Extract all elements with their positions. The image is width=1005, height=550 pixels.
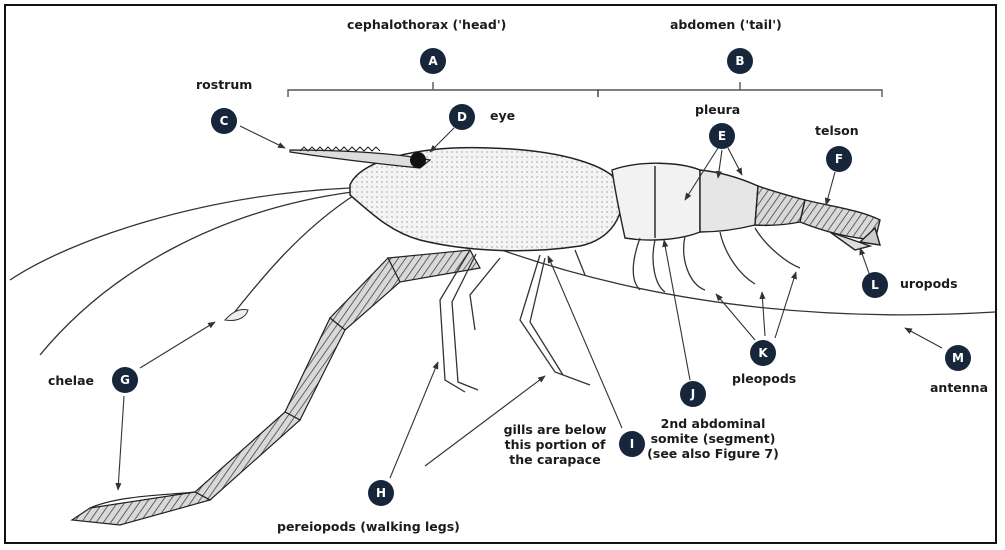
label-gills-line-1: gills are below	[496, 422, 614, 437]
label-second-somite: 2nd abdominal somite (segment) (see also…	[640, 416, 786, 461]
label-gills: gills are below this portion of the cara…	[496, 422, 614, 467]
badge-c: C	[211, 108, 237, 134]
label-pleopods: pleopods	[732, 371, 796, 386]
label-cephalothorax: cephalothorax ('head')	[347, 17, 506, 32]
label-abdomen: abdomen ('tail')	[670, 17, 782, 32]
label-somite-line-2: somite (segment)	[640, 431, 786, 446]
badge-f: F	[826, 146, 852, 172]
badge-a: A	[420, 48, 446, 74]
badge-e: E	[709, 123, 735, 149]
badge-m: M	[945, 345, 971, 371]
badge-g: G	[112, 367, 138, 393]
badge-b: B	[727, 48, 753, 74]
cephalothorax-bracket	[288, 82, 598, 97]
badge-l: L	[862, 272, 888, 298]
abdomen-bracket	[598, 82, 882, 97]
badge-d: D	[449, 104, 475, 130]
label-telson: telson	[815, 123, 859, 138]
label-pereiopods: pereiopods (walking legs)	[277, 519, 460, 534]
label-gills-line-3: the carapace	[496, 452, 614, 467]
badge-h: H	[368, 480, 394, 506]
label-eye: eye	[490, 108, 515, 123]
badge-j: J	[680, 381, 706, 407]
label-pleura: pleura	[695, 102, 740, 117]
label-rostrum: rostrum	[196, 77, 252, 92]
label-somite-line-3: (see also Figure 7)	[640, 446, 786, 461]
label-uropods: uropods	[900, 276, 958, 291]
label-antenna: antenna	[930, 380, 988, 395]
label-chelae: chelae	[48, 373, 94, 388]
far-chela	[225, 309, 248, 320]
abdomen	[612, 163, 880, 250]
eye-mark	[410, 152, 426, 168]
badge-k: K	[750, 340, 776, 366]
label-somite-line-1: 2nd abdominal	[640, 416, 786, 431]
label-gills-line-2: this portion of	[496, 437, 614, 452]
